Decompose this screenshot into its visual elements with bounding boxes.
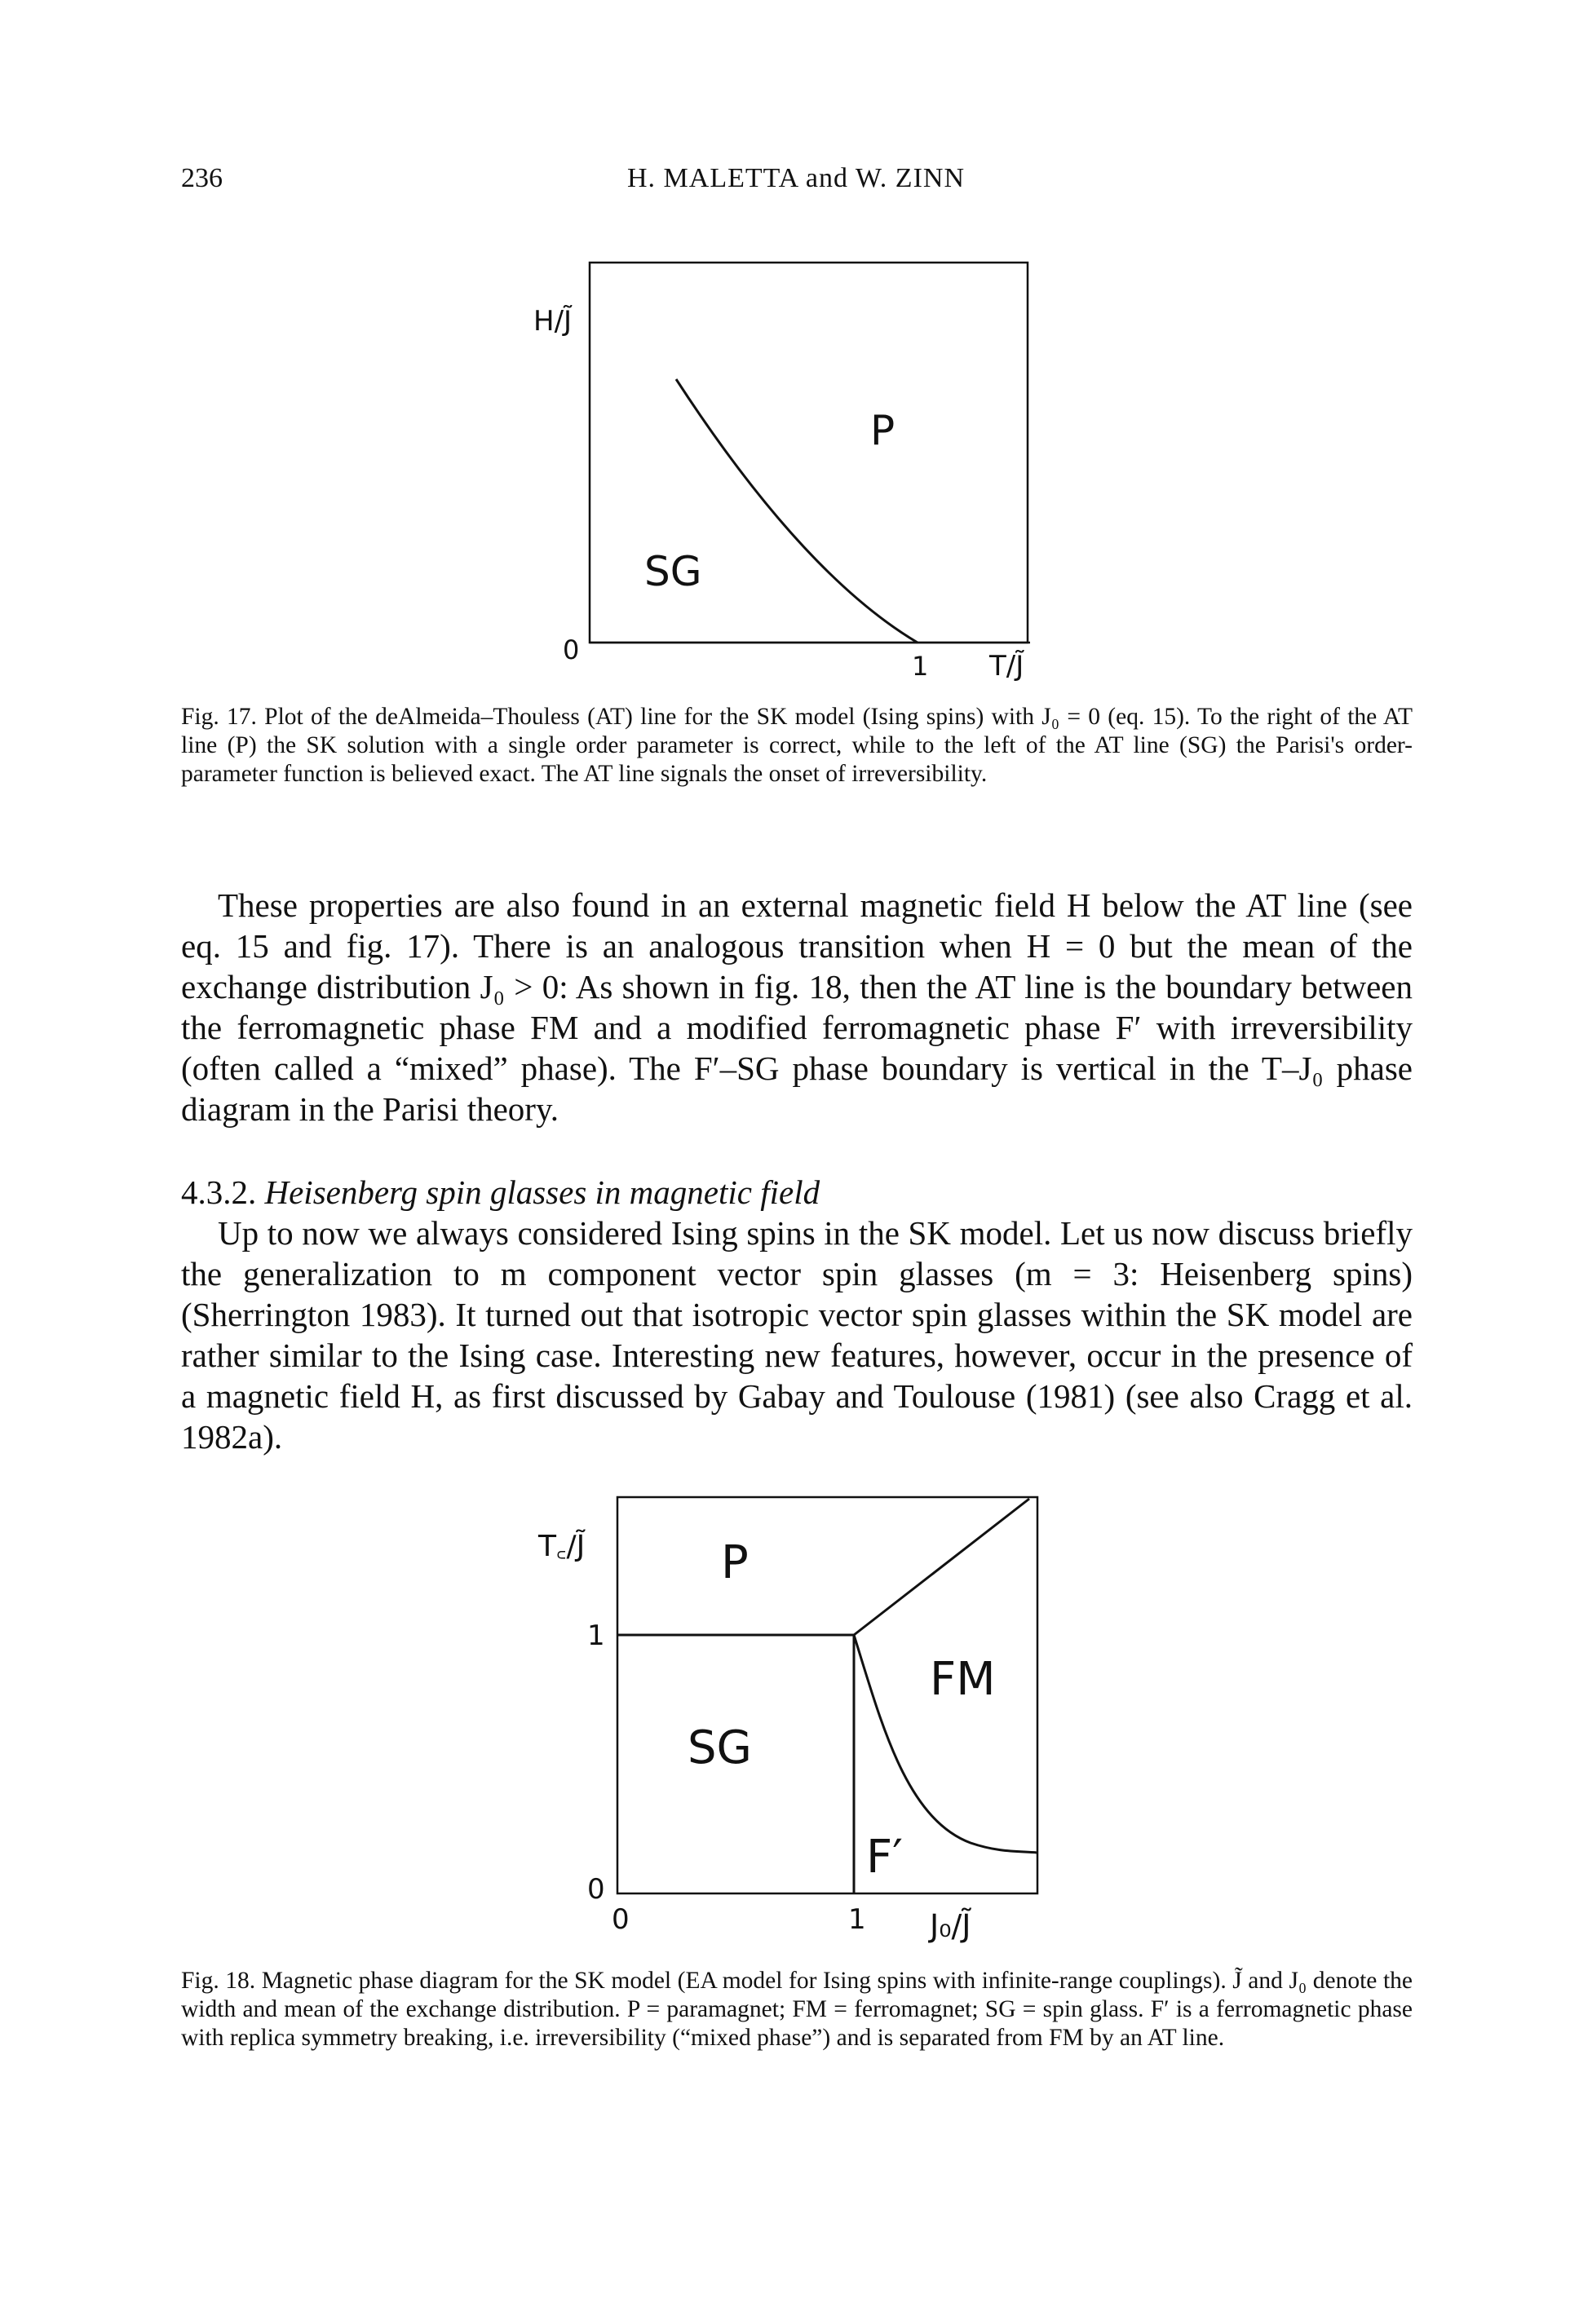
fig17-y-axis-label: H/J̃	[533, 305, 573, 338]
fig17-caption: Fig. 17. Plot of the deAlmeida–Thouless …	[181, 704, 1413, 787]
fig18-y-origin-label: 0	[587, 1873, 605, 1906]
fig18-region-fm: FM	[930, 1653, 996, 1706]
fig18-region-p: P	[721, 1536, 749, 1589]
fig17-at-line	[674, 378, 918, 644]
paragraph-2: Up to now we always considered Ising spi…	[181, 1214, 1413, 1456]
fig18-y-tick-label: 1	[587, 1619, 605, 1652]
fig18-x-axis-label: J₀/J̃	[928, 1908, 971, 1944]
fig18-frame	[616, 1496, 1039, 1895]
paragraph-1: These properties are also found in an ex…	[181, 886, 1413, 1128]
section-number: 4.3.2.	[181, 1173, 257, 1211]
fig17-x-axis-label: T/J̃	[988, 650, 1024, 683]
fig17-region-sg: SG	[644, 548, 701, 595]
fig17-x-tick-label: 1	[912, 651, 928, 682]
fig17-region-p: P	[870, 407, 895, 454]
fig18-x-origin-label: 0	[612, 1903, 630, 1936]
figure-17: H/J̃ P SG 0 1 T/J̃	[533, 261, 1030, 683]
figure-18: T꜀/J̃ 1 P FM SG F′ 0 0 1 J₀/J̃	[537, 1496, 1039, 1944]
fig17-origin-label: 0	[563, 634, 579, 665]
section-title: Heisenberg spin glasses in magnetic fiel…	[264, 1173, 820, 1211]
fig18-at-line	[852, 1634, 1038, 1854]
section-heading: 4.3.2. Heisenberg spin glasses in magnet…	[181, 1172, 820, 1213]
running-header: H. MALETTA and W. ZINN	[626, 163, 965, 193]
fig18-region-sg: SG	[688, 1721, 752, 1774]
fig18-y-axis-label: T꜀/J̃	[537, 1529, 586, 1563]
fig18-caption: Fig. 18. Magnetic phase diagram for the …	[181, 1968, 1413, 2051]
fig18-x-tick-label: 1	[848, 1903, 866, 1936]
page-number: 236	[181, 163, 223, 193]
fig18-region-fprime: F′	[866, 1831, 903, 1884]
fig18-fm-p-boundary	[853, 1497, 1030, 1637]
